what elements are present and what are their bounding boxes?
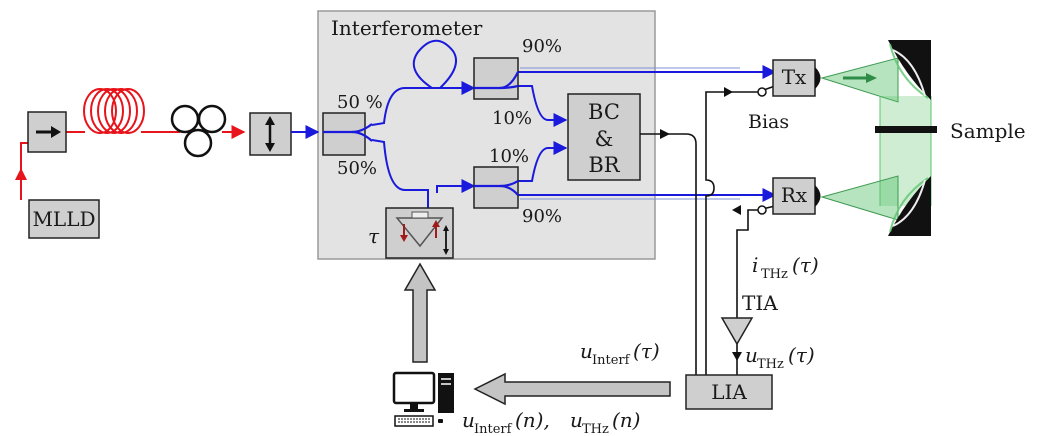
tia-label: TIA [742, 291, 778, 315]
u-interf-label: u Interf (τ) [580, 339, 660, 368]
rx-signal-arrowhead [732, 205, 741, 215]
svg-text:(n),: (n), [515, 408, 550, 432]
polarization-controller-icon [170, 104, 227, 158]
svg-text:Interf: Interf [474, 422, 513, 436]
i-thz-label: i THz (τ) [752, 253, 819, 282]
rx-node [757, 205, 767, 215]
split-50-top-label: 50 % [337, 92, 383, 113]
updown-arrow-icon [265, 116, 275, 152]
computer-icon [392, 371, 454, 427]
svg-text:u: u [570, 408, 583, 432]
splitter-50-box [322, 112, 366, 156]
delay-label: τ [368, 224, 380, 248]
svg-text:(τ): (τ) [633, 339, 660, 363]
red-fiber-path [20, 125, 246, 200]
svg-text:THz: THz [761, 267, 788, 282]
parabolic-mirror-top [888, 40, 931, 100]
electrical-wires [640, 85, 776, 375]
svg-text:i: i [752, 253, 758, 277]
split-10-bottom-label: 10% [489, 146, 529, 167]
delay-mirror-icon [395, 211, 449, 255]
interferometer-label: Interferometer [331, 16, 483, 40]
split-10-top-label: 10% [492, 108, 532, 129]
control-arrow-up [403, 262, 437, 363]
svg-text:(τ): (τ) [792, 253, 819, 277]
blue-fiber-path [291, 39, 777, 210]
lia-label: LIA [711, 380, 747, 404]
mlld-label: MLLD [32, 207, 95, 231]
mlld-box [28, 199, 100, 239]
bc-label: BC [588, 100, 620, 124]
isolator-arrow-icon [36, 126, 61, 138]
split-90-top-label: 90% [522, 36, 562, 57]
svg-text:Interf: Interf [592, 353, 631, 368]
rx-label: Rx [781, 183, 808, 207]
fiber-coil [83, 88, 145, 134]
thz-beam [820, 57, 932, 221]
svg-text:u: u [462, 408, 475, 432]
bias-arrow [724, 87, 733, 97]
splitter-50-fiber [323, 123, 373, 142]
rx-lens-icon [815, 185, 821, 207]
bias-label: Bias [748, 111, 789, 133]
svg-text:THz: THz [582, 422, 609, 436]
bc-br-box [567, 93, 641, 181]
tia-amplifier [720, 317, 754, 346]
coupler-upper-fiber [474, 71, 519, 90]
sample-label: Sample [950, 119, 1026, 143]
bc-amp-label: & [595, 127, 614, 151]
rx-box [772, 177, 816, 215]
bc-output-arrow [660, 129, 670, 139]
tx-lens-icon [815, 67, 821, 89]
split-90-bottom-label: 90% [522, 206, 562, 227]
sample-slab [875, 126, 937, 133]
br-label: BR [588, 153, 620, 177]
tx-label: Tx [782, 65, 807, 89]
fiber-shadow-lines [520, 67, 740, 200]
lia-box [685, 374, 773, 410]
svg-text:(n): (n) [612, 408, 641, 432]
u-thz-label: u THz (τ) [745, 343, 815, 372]
svg-text:u: u [745, 343, 758, 367]
parabolic-mirror-bottom [888, 176, 931, 236]
svg-text:(τ): (τ) [788, 343, 815, 367]
svg-text:u: u [580, 339, 593, 363]
bias-node [757, 87, 767, 97]
data-arrow-left [473, 372, 671, 406]
split-50-bottom-label: 50% [337, 158, 377, 179]
coupler-lower-fiber [474, 180, 519, 196]
tx-box [772, 59, 816, 97]
coupler-upper-box [473, 57, 519, 100]
red-fiber-up-arrow [15, 168, 27, 180]
coupler-lower-box [473, 166, 519, 209]
svg-text:THz: THz [757, 357, 784, 372]
pc-signal-label: u Interf (n), u THz (n) [462, 408, 641, 436]
tia-out-arrow [732, 352, 742, 361]
